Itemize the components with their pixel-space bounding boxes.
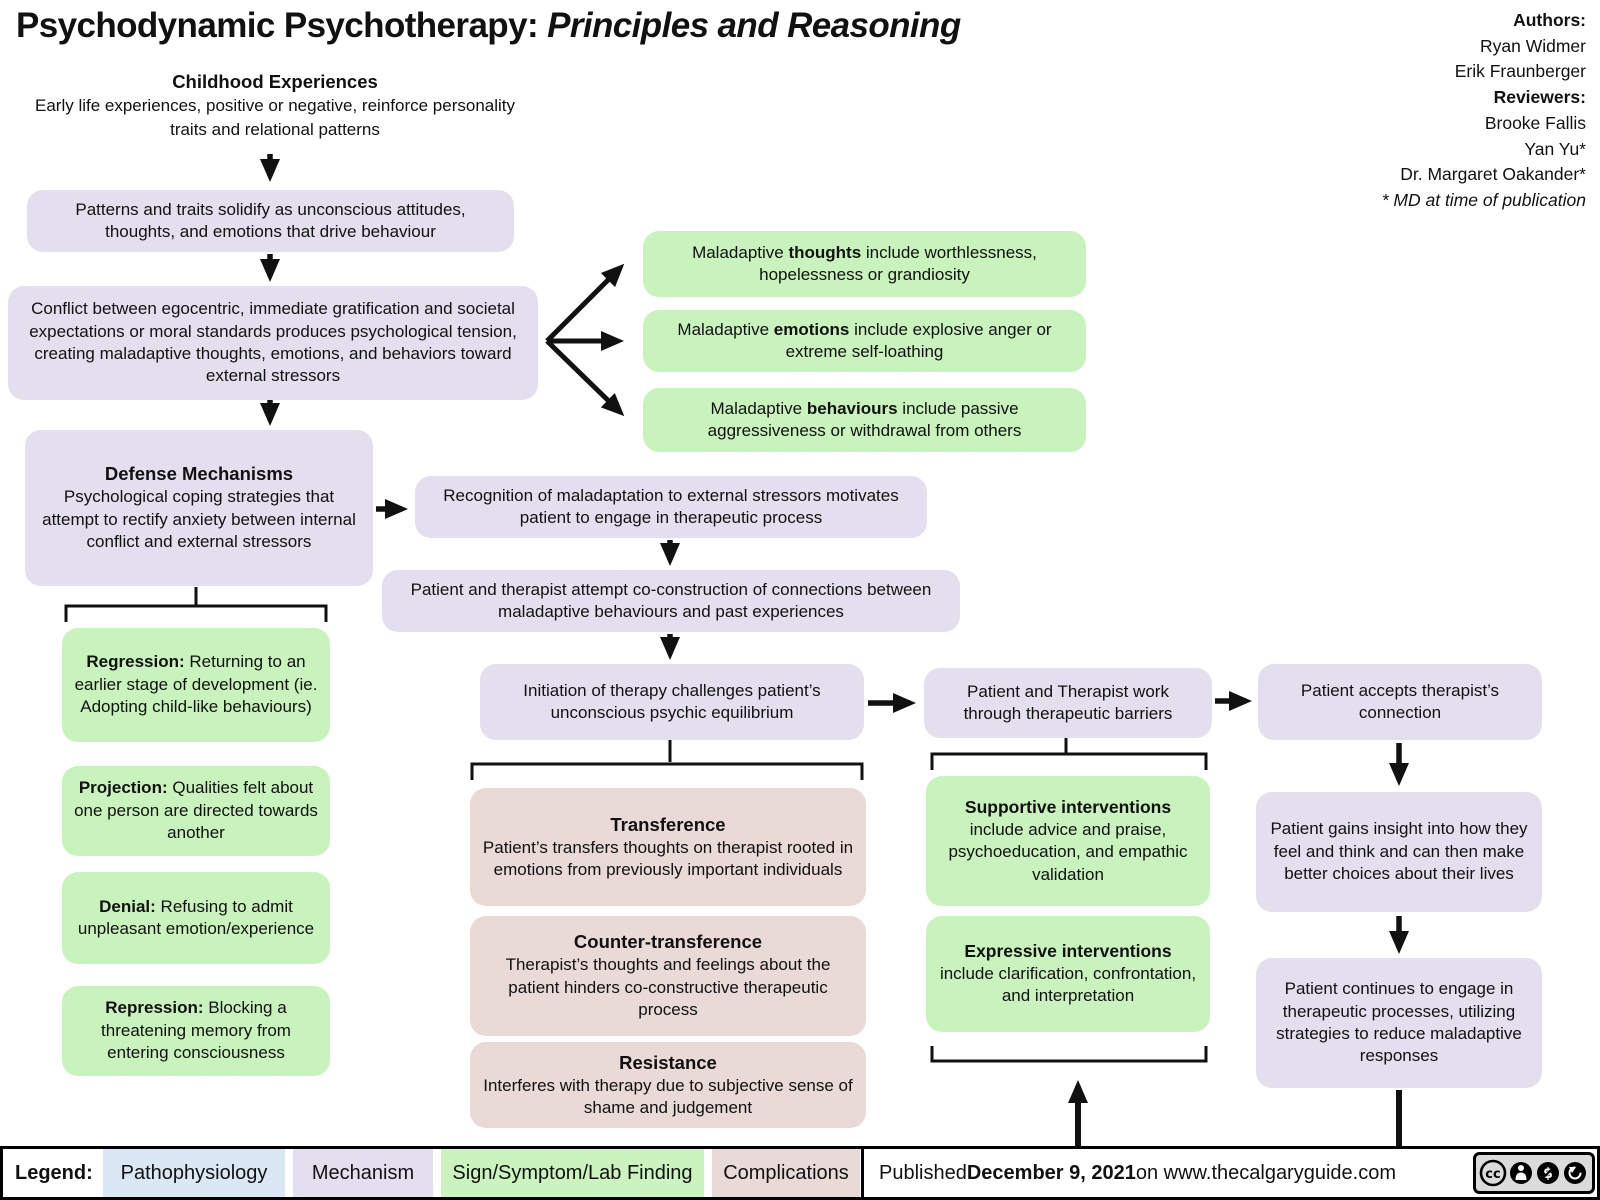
node-patterns-solidify: Patterns and traits solidify as unconsci… — [27, 190, 514, 252]
node-body: Early life experiences, positive or nega… — [34, 96, 516, 139]
svg-text:cc: cc — [1485, 1167, 1500, 1182]
cc-icon: cc — [1479, 1159, 1507, 1187]
node-body: Maladaptive behaviours include passive a… — [707, 398, 1022, 440]
page-title: Psychodynamic Psychotherapy: Principles … — [16, 6, 961, 46]
arrow-conflict-thoughts — [545, 263, 625, 343]
node-header: Supportive interventions — [964, 796, 1172, 817]
legend-item-mechanism: Mechanism — [293, 1149, 433, 1197]
node-body: Repression: Blocking a threatening memor… — [101, 998, 291, 1063]
node-body: Maladaptive thoughts include worthlessne… — [692, 242, 1037, 284]
nc-icon: $ — [1537, 1162, 1559, 1184]
node-therapeutic-barriers: Patient and Therapist work through thera… — [924, 668, 1212, 738]
node-maladaptive-behaviours: Maladaptive behaviours include passive a… — [643, 388, 1086, 452]
node-expressive-interventions: Expressive interventions include clarifi… — [926, 916, 1210, 1032]
legend-item-complications: Complications — [712, 1149, 860, 1197]
node-transference: Transference Patient’s transfers thought… — [470, 788, 866, 906]
node-body: Patient continues to engage in therapeut… — [1276, 979, 1522, 1066]
node-coconstruction: Patient and therapist attempt co-constru… — [382, 570, 960, 632]
node-maladaptive-emotions: Maladaptive emotions include explosive a… — [643, 310, 1086, 372]
node-body: Conflict between egocentric, immediate g… — [29, 299, 517, 386]
node-body: Denial: Refusing to admit unpleasant emo… — [77, 896, 315, 938]
node-header: Childhood Experiences — [172, 71, 378, 92]
node-header: Expressive interventions — [964, 941, 1172, 962]
node-body: Recognition of maladaptation to external… — [443, 485, 899, 527]
node-header: Resistance — [619, 1051, 717, 1073]
node-resistance: Resistance Interferes with therapy due t… — [470, 1042, 866, 1128]
bracket-interventions-top — [930, 738, 1208, 770]
node-repression: Repression: Blocking a threatening memor… — [62, 986, 330, 1076]
node-accepts-connection: Patient accepts therapist’s connection — [1258, 664, 1542, 740]
credits-footnote: * MD at time of publication — [1381, 190, 1586, 211]
node-maladaptive-thoughts: Maladaptive thoughts include worthlessne… — [643, 231, 1086, 297]
node-header: Defense Mechanisms — [104, 463, 294, 485]
legend-label: Legend: — [15, 1161, 93, 1184]
node-body: include advice and praise, psychoeducati… — [948, 819, 1188, 884]
node-denial: Denial: Refusing to admit unpleasant emo… — [62, 872, 330, 964]
node-defense-mechanisms: Defense Mechanisms Psychological coping … — [25, 430, 373, 586]
arrow-feedback-loop — [1068, 1080, 1402, 1153]
reviewer-name: Dr. Margaret Oakander* — [1400, 164, 1586, 185]
credits-block: Authors: Ryan Widmer Erik Fraunberger Re… — [1382, 8, 1586, 214]
arrow-conflict-behaviours — [545, 339, 625, 417]
legend-bar: Legend: Pathophysiology Mechanism Sign/S… — [0, 1146, 1600, 1200]
node-body: include clarification, confrontation, an… — [939, 963, 1197, 1006]
node-counter-transference: Counter-transference Therapist’s thought… — [470, 916, 866, 1036]
node-patient-continues: Patient continues to engage in therapeut… — [1256, 958, 1542, 1088]
node-body: Patient accepts therapist’s connection — [1300, 680, 1500, 722]
node-supportive-interventions: Supportive interventions include advice … — [926, 776, 1210, 906]
page-title-main: Psychodynamic Psychotherapy: — [16, 6, 548, 45]
page-title-subtitle: Principles and Reasoning — [547, 6, 961, 45]
node-header: Transference — [610, 813, 726, 835]
node-projection: Projection: Qualities felt about one per… — [62, 766, 330, 856]
node-body: Patient gains insight into how they feel… — [1270, 819, 1528, 884]
node-body: Interferes with therapy due to subjectiv… — [483, 1075, 853, 1118]
node-body: Projection: Qualities felt about one per… — [74, 778, 318, 843]
sa-icon — [1564, 1162, 1586, 1184]
node-body: Patient and Therapist work through thera… — [963, 681, 1173, 723]
cc-license-badge: cc $ — [1473, 1152, 1595, 1194]
node-recognition: Recognition of maladaptation to external… — [415, 476, 927, 538]
author-name: Ryan Widmer — [1480, 35, 1586, 56]
reviewer-name: Brooke Fallis — [1484, 112, 1586, 133]
node-body: Regression: Returning to an earlier stag… — [74, 652, 318, 717]
node-childhood-experiences: Childhood Experiences Early life experie… — [30, 70, 520, 141]
node-body: Psychological coping strategies that att… — [42, 487, 356, 552]
legend-divider — [861, 1146, 864, 1200]
node-conflict: Conflict between egocentric, immediate g… — [8, 286, 538, 400]
author-name: Erik Fraunberger — [1454, 61, 1586, 82]
bracket-interventions-bottom — [930, 1046, 1208, 1063]
node-body: Therapist’s thoughts and feelings about … — [505, 955, 831, 1020]
node-body: Initiation of therapy challenges patient… — [523, 680, 821, 722]
by-icon — [1510, 1162, 1532, 1184]
node-body: Maladaptive emotions include explosive a… — [677, 319, 1052, 361]
node-body: Patient and therapist attempt co-constru… — [410, 579, 932, 621]
bracket-therapy-obstacles — [470, 740, 864, 780]
authors-label: Authors: — [1513, 10, 1586, 30]
legend-item-pathophysiology: Pathophysiology — [103, 1149, 285, 1197]
node-body: Patterns and traits solidify as unconsci… — [75, 199, 466, 241]
reviewers-label: Reviewers: — [1493, 87, 1586, 108]
node-header: Counter-transference — [573, 931, 763, 953]
published-text: Published December 9, 2021 on www.thecal… — [879, 1161, 1396, 1184]
node-initiation: Initiation of therapy challenges patient… — [480, 664, 864, 740]
reviewer-name: Yan Yu* — [1524, 138, 1586, 159]
bracket-defense-items — [64, 587, 328, 622]
node-regression: Regression: Returning to an earlier stag… — [62, 628, 330, 742]
node-patient-insight: Patient gains insight into how they feel… — [1256, 792, 1542, 912]
node-body: Patient’s transfers thoughts on therapis… — [482, 837, 854, 880]
legend-item-sign-symptom: Sign/Symptom/Lab Finding — [441, 1149, 704, 1197]
